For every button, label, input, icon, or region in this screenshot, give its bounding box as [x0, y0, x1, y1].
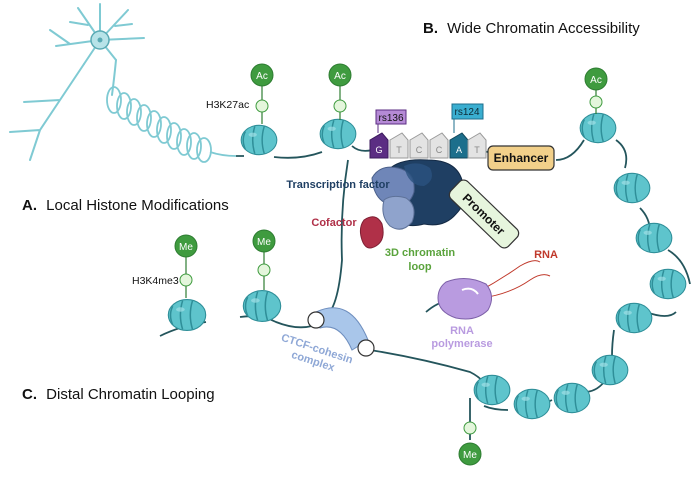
- rna-label: RNA: [534, 249, 558, 261]
- dna-base-1: G: [375, 145, 382, 155]
- polymerase-label-line1: RNA: [450, 325, 474, 337]
- loop-label-line1: 3D chromatin: [385, 247, 456, 259]
- nucleosome-left-1: [167, 298, 207, 332]
- section-c-letter: C.: [22, 386, 37, 403]
- rna-strands: [477, 260, 551, 299]
- nucleosome-left-2: [242, 289, 282, 323]
- section-b-text: Wide Chromatin Accessibility: [447, 20, 640, 37]
- dna-base-2: T: [396, 145, 402, 155]
- ctcf-cohesin-complex: [307, 307, 375, 357]
- transcription-factor-label: Transcription factor: [286, 179, 390, 191]
- section-c-text: Distal Chromatin Looping: [46, 386, 214, 403]
- section-a-title: A. Local Histone Modifications: [22, 197, 229, 214]
- chromatin-coil: [106, 86, 237, 163]
- enhancer-label: Enhancer: [494, 151, 549, 165]
- nucleosome-right-8: [473, 374, 511, 406]
- acetyl-label-3: Ac: [590, 75, 602, 86]
- cofactor-label: Cofactor: [311, 217, 357, 229]
- methyl-mark-1: Me: [174, 234, 198, 298]
- nucleosome-right-3: [649, 268, 687, 300]
- section-b-title: B. Wide Chromatin Accessibility: [423, 20, 640, 37]
- acetyl-mark-3: Ac: [584, 67, 608, 114]
- nucleosome-top-1: [240, 124, 278, 156]
- nucleosome-right-5: [591, 354, 629, 386]
- nucleosome-top-2: [319, 118, 357, 150]
- section-b-letter: B.: [423, 20, 438, 37]
- polymerase-label-line2: polymerase: [431, 338, 492, 350]
- section-a-text: Local Histone Modifications: [46, 197, 229, 214]
- ctcf-label-group: CTCF-cohesin complex: [280, 332, 355, 374]
- methyl-label-1: Me: [179, 242, 193, 253]
- rna-polymerase-shape: [437, 278, 492, 320]
- methyl-mark-2: Me: [252, 229, 276, 290]
- methyl-label-3: Me: [463, 450, 477, 461]
- enhancer-box: Enhancer: [487, 145, 555, 171]
- nucleosome-right-6: [553, 382, 591, 414]
- nucleosome-right-2: [635, 222, 673, 254]
- nucleosome-right-1: [613, 172, 651, 204]
- acetyl-mark-1: Ac: [250, 63, 274, 124]
- rs124-label: rs124: [454, 107, 479, 118]
- section-a-letter: A.: [22, 197, 37, 214]
- h3k4me3-label: H3K4me3: [132, 275, 179, 287]
- rs136-label: rs136: [378, 113, 403, 124]
- rs136-tag: rs136: [375, 109, 407, 133]
- acetyl-mark-2: Ac: [328, 63, 352, 120]
- methyl-label-2: Me: [257, 237, 271, 248]
- nucleosome-top-3: [579, 112, 617, 144]
- dna-base-sequence: G T C C A T: [369, 132, 487, 159]
- acetyl-label-2: Ac: [334, 71, 346, 82]
- methyl-mark-3: Me: [458, 421, 482, 466]
- rs124-tag: rs124: [451, 103, 484, 133]
- nucleosome-right-4: [615, 302, 653, 334]
- acetyl-label-1: Ac: [256, 71, 268, 82]
- cofactor-shape: [359, 216, 384, 249]
- nucleosome-right-7: [513, 388, 551, 420]
- transcription-factor-complex: [371, 159, 466, 230]
- promoter-box: Promoter: [448, 179, 520, 249]
- loop-label-line2: loop: [408, 261, 431, 273]
- dna-base-4: C: [436, 145, 443, 155]
- dna-base-6: T: [474, 145, 480, 155]
- section-c-title: C. Distal Chromatin Looping: [22, 386, 215, 403]
- dna-base-3: C: [416, 145, 423, 155]
- h3k27ac-label: H3K27ac: [206, 99, 249, 111]
- neuron-illustration: [9, 3, 145, 161]
- dna-base-5: A: [456, 145, 462, 155]
